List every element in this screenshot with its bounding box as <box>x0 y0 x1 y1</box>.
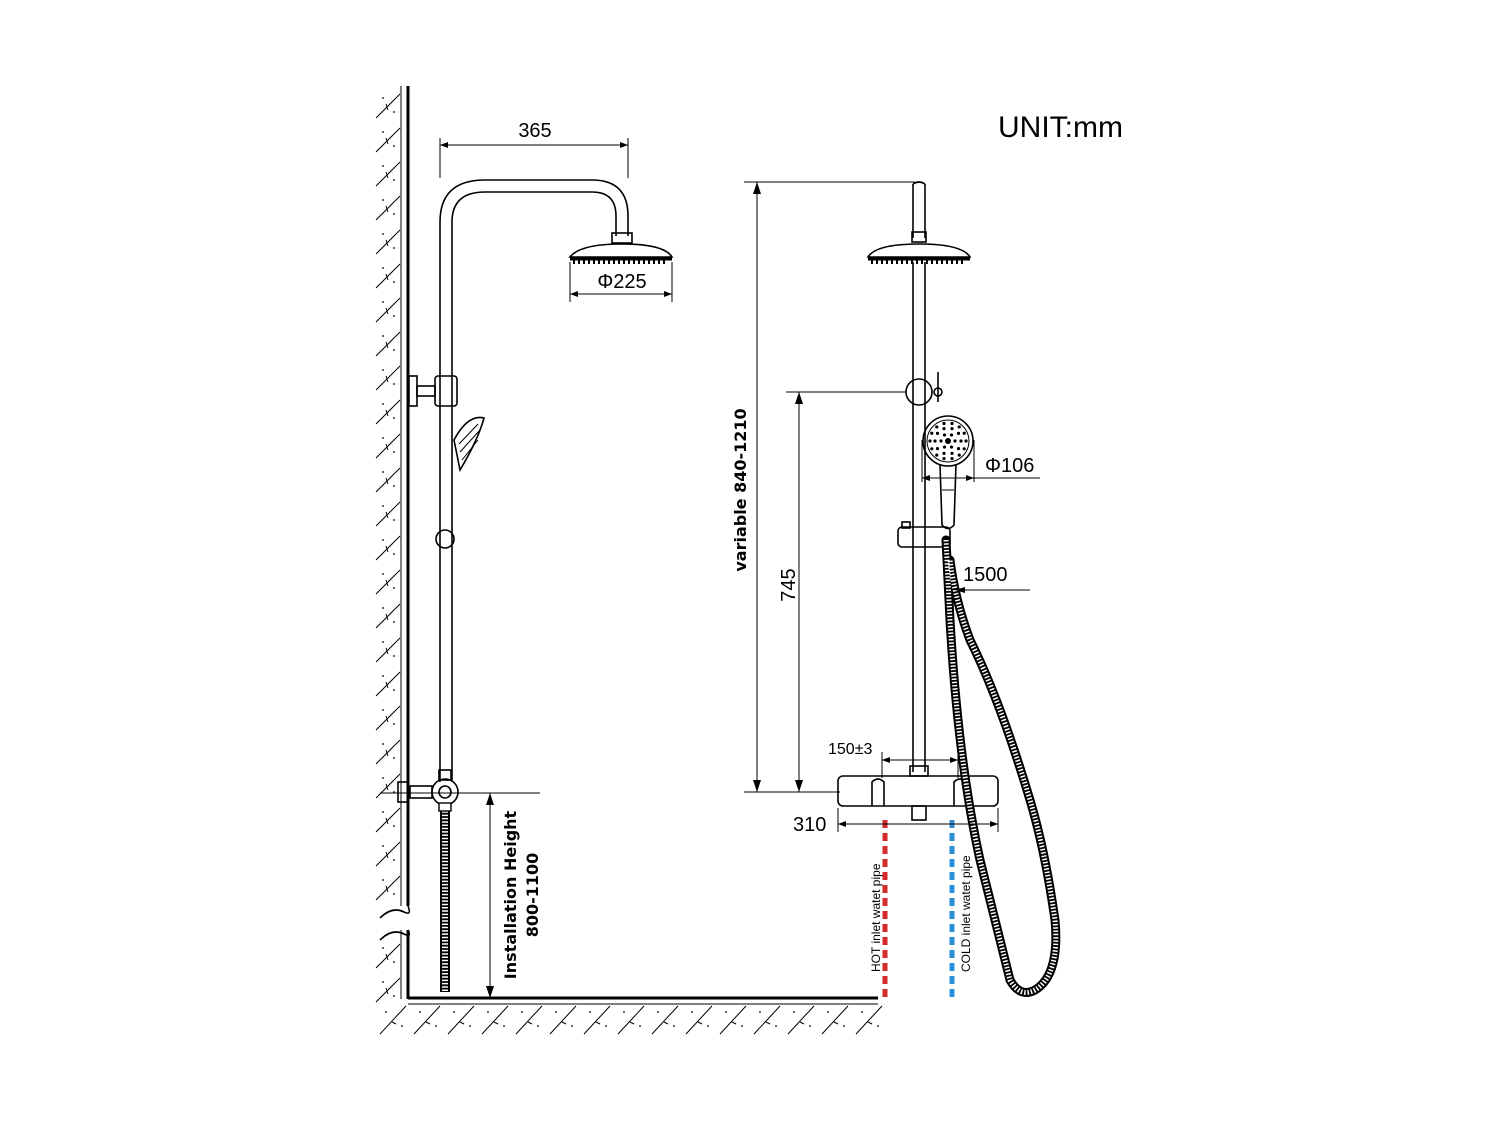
front-view <box>837 181 1061 997</box>
floor-hatching <box>379 1005 883 1035</box>
dim-arm-reach: 365 <box>439 120 629 178</box>
floor <box>379 996 883 1035</box>
installation-height-value: 800-1100 <box>523 853 542 938</box>
unit-label: UNIT:mm <box>998 111 1123 144</box>
inlet-spacing-text: 150±3 <box>828 741 872 758</box>
hose-length-text: 1500 <box>963 564 1008 586</box>
dim-head-diameter-text: Φ225 <box>597 271 646 293</box>
dim-hose-length: 1500 <box>955 564 1030 593</box>
installation-height-label: Installation Height <box>501 810 520 979</box>
cold-pipe-label: COLD inlet watet pipe <box>959 855 973 972</box>
wall-hatching <box>375 93 401 1003</box>
rail-height-text: 745 <box>778 568 800 601</box>
hot-pipe-label: HOT inlet watet pipe <box>869 863 883 972</box>
dim-valve-width: 310 <box>793 808 999 836</box>
side-view <box>397 179 674 992</box>
dim-head-diameter: Φ225 <box>569 262 673 302</box>
valve-width-text: 310 <box>793 814 826 836</box>
hand-shower-front <box>922 415 974 530</box>
dim-variable-height: variable 840-1210 <box>731 181 915 793</box>
wall <box>375 86 411 1003</box>
hand-diameter-text: Φ106 <box>985 455 1034 477</box>
hand-shower-side <box>453 416 485 473</box>
overhead-shower-front <box>866 243 972 264</box>
dim-installation-height: Installation Height 800-1100 <box>380 792 542 998</box>
dim-arm-reach-text: 365 <box>518 120 551 142</box>
dim-rail-height: 745 <box>778 391 906 792</box>
side-hose <box>438 802 452 992</box>
dim-hand-diameter: Φ106 <box>921 440 1040 482</box>
variable-height-text: variable 840-1210 <box>731 408 750 571</box>
overhead-shower-side <box>568 243 674 264</box>
dim-inlet-spacing: 150±3 <box>828 741 959 778</box>
